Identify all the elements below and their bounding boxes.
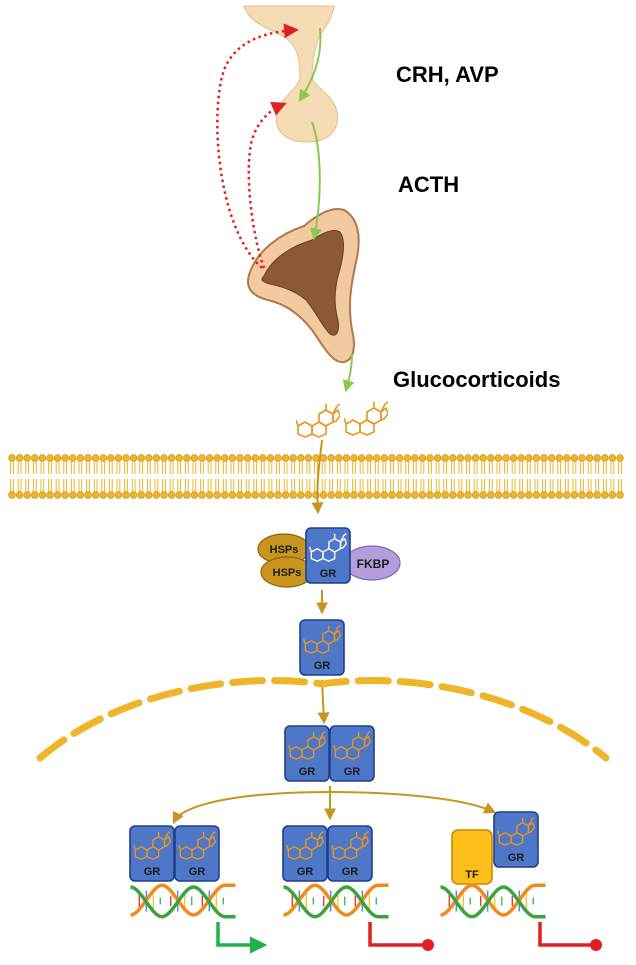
gr-monomer-label: GR xyxy=(314,660,331,672)
branch-arrows xyxy=(172,786,497,825)
gr-dimer: GR GR xyxy=(284,725,375,782)
pituitary-to-adrenal-arrow xyxy=(310,121,322,241)
nuclear-envelope xyxy=(36,677,610,762)
gr-dimer-label-2: GR xyxy=(344,766,361,778)
gr-tf-tethering: TF GR xyxy=(451,811,539,885)
glucocorticoid-molecules xyxy=(296,401,388,438)
gene-activation-arrow xyxy=(216,922,268,954)
tf-label: TF xyxy=(465,869,479,881)
gr-monomer: GR xyxy=(299,619,345,676)
gr-repression-label-1: GR xyxy=(297,866,314,878)
fkbp-label: FKBP xyxy=(357,557,390,571)
gene-repression-symbol-1 xyxy=(368,922,434,951)
acth-label: ACTH xyxy=(398,172,460,197)
gr-dimer-activation: GR GR xyxy=(129,825,220,882)
gr-repression-label-2: GR xyxy=(342,866,359,878)
gene-repression-symbol-2 xyxy=(538,922,602,951)
gr-cytoplasm-label: GR xyxy=(320,568,337,580)
hypothalamus-pituitary xyxy=(243,5,338,143)
feedback-to-pituitary-arrow xyxy=(247,101,287,269)
adrenal-to-glucocorticoid-arrow xyxy=(342,353,355,393)
hsp-1-label: HSPs xyxy=(270,544,299,556)
gr-dimer-label-1: GR xyxy=(299,766,316,778)
dna-repression xyxy=(284,885,389,917)
gr-activation-label-1: GR xyxy=(144,866,161,878)
gr-activation-label-2: GR xyxy=(189,866,206,878)
adrenal-gland xyxy=(247,208,360,364)
hsp-2-label: HSPs xyxy=(273,567,302,579)
feedback-to-hypothalamus-arrow xyxy=(216,23,299,269)
crh-avp-label: CRH, AVP xyxy=(396,62,499,87)
cell-membrane xyxy=(8,454,624,499)
gr-dimer-repression: GR GR xyxy=(282,825,373,882)
glucocorticoids-label: Glucocorticoids xyxy=(393,367,561,392)
gr-tether-label: GR xyxy=(508,852,525,864)
hypothalamus-to-pituitary-arrow xyxy=(298,27,322,103)
dna-activation xyxy=(131,885,236,917)
dna-tethering xyxy=(441,885,546,917)
gr-chaperone-complex: HSPs HSPs GR FKBP xyxy=(257,527,401,588)
dna-strands xyxy=(131,885,546,917)
membrane-entry-arrow xyxy=(311,439,324,515)
